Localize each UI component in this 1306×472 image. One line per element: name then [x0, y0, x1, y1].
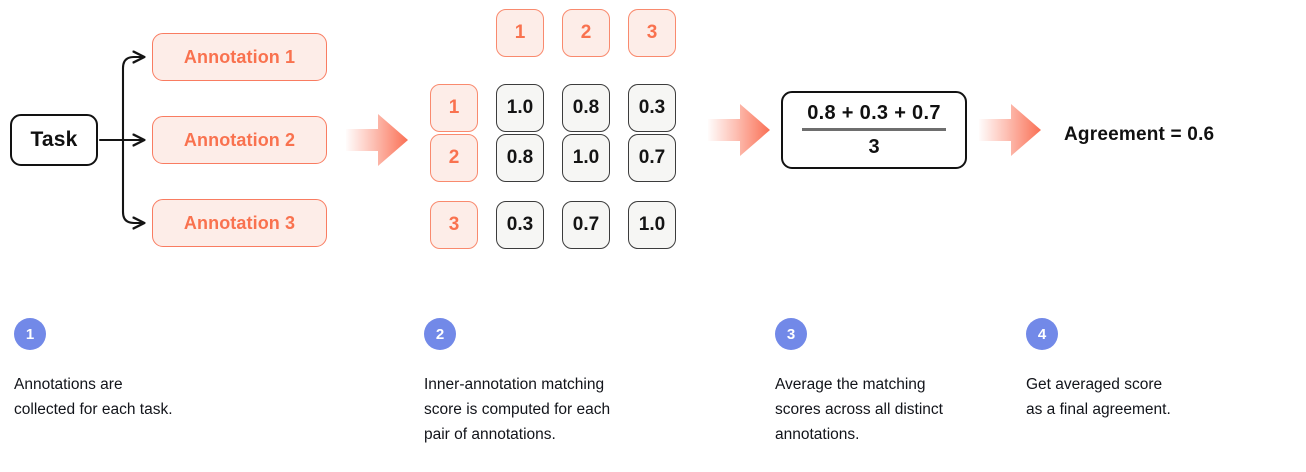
fraction: 0.8 + 0.3 + 0.7 3	[802, 102, 946, 158]
matrix-cell-value: 1.0	[638, 214, 666, 235]
matrix-row-header-3: 3	[430, 201, 478, 249]
matrix-cell-r2c3: 0.7	[628, 134, 676, 182]
matrix-col-header-label: 3	[646, 22, 658, 43]
matrix-col-header-2: 2	[562, 9, 610, 57]
annotation-box-2: Annotation 2	[152, 116, 327, 164]
step-2: 2 Inner-annotation matching score is com…	[424, 318, 699, 447]
agreement-result: Agreement = 0.6	[1064, 124, 1215, 145]
step-caption-2: Inner-annotation matching score is compu…	[424, 376, 611, 444]
matrix-cell-value: 0.3	[638, 97, 666, 118]
matrix-cell-value: 0.7	[572, 214, 600, 235]
annotation-box-1: Annotation 1	[152, 33, 327, 81]
annotation-label-3: Annotation 3	[183, 212, 296, 233]
arrow-task-to-matrix	[346, 114, 408, 166]
step-badge-1: 1	[14, 318, 46, 350]
matrix-row-header-2: 2	[430, 134, 478, 182]
formula-box: 0.8 + 0.3 + 0.7 3	[781, 91, 967, 169]
matrix-cell-r3c3: 1.0	[628, 201, 676, 249]
task-label: Task	[30, 128, 78, 151]
step-1: 1 Annotations are collected for each tas…	[14, 318, 254, 422]
annotation-label-2: Annotation 2	[183, 129, 296, 150]
step-badge-3: 3	[775, 318, 807, 350]
step-3: 3 Average the matching scores across all…	[775, 318, 1025, 447]
matrix-col-header-3: 3	[628, 9, 676, 57]
step-badge-4: 4	[1026, 318, 1058, 350]
step-caption-1: Annotations are collected for each task.	[14, 376, 173, 419]
step-4: 4 Get averaged score as a final agreemen…	[1026, 318, 1276, 422]
matrix-cell-r1c1: 1.0	[496, 84, 544, 132]
step-caption-4: Get averaged score as a final agreement.	[1026, 376, 1171, 419]
step-number: 2	[435, 325, 445, 343]
matrix-row-header-1: 1	[430, 84, 478, 132]
matrix-cell-r2c1: 0.8	[496, 134, 544, 182]
fraction-denominator: 3	[868, 135, 880, 158]
fraction-numerator: 0.8 + 0.3 + 0.7	[807, 102, 941, 125]
matrix-cell-value: 0.3	[506, 214, 534, 235]
matrix-cell-value: 0.7	[638, 147, 666, 168]
matrix-cell-value: 0.8	[572, 97, 600, 118]
step-number: 4	[1037, 325, 1047, 343]
matrix-cell-r1c2: 0.8	[562, 84, 610, 132]
task-box: Task	[10, 114, 98, 166]
matrix-row-header-label: 3	[448, 214, 460, 235]
step-badge-2: 2	[424, 318, 456, 350]
annotation-label-1: Annotation 1	[183, 46, 296, 67]
matrix-cell-value: 1.0	[506, 97, 534, 118]
fraction-bar	[802, 128, 946, 131]
matrix-col-header-label: 1	[514, 22, 526, 43]
step-number: 1	[25, 325, 35, 343]
matrix-row-header-label: 2	[448, 147, 460, 168]
step-caption-3: Average the matching scores across all d…	[775, 376, 943, 444]
matrix-cell-r2c2: 1.0	[562, 134, 610, 182]
step-number: 3	[786, 325, 796, 343]
arrow-matrix-to-formula	[708, 104, 770, 156]
matrix-row-header-label: 1	[448, 97, 460, 118]
arrow-formula-to-result	[979, 104, 1041, 156]
matrix-col-header-1: 1	[496, 9, 544, 57]
matrix-cell-value: 0.8	[506, 147, 534, 168]
matrix-cell-r1c3: 0.3	[628, 84, 676, 132]
matrix-cell-value: 1.0	[572, 147, 600, 168]
matrix-cell-r3c2: 0.7	[562, 201, 610, 249]
annotation-box-3: Annotation 3	[152, 199, 327, 247]
matrix-col-header-label: 2	[580, 22, 592, 43]
matrix-cell-r3c1: 0.3	[496, 201, 544, 249]
